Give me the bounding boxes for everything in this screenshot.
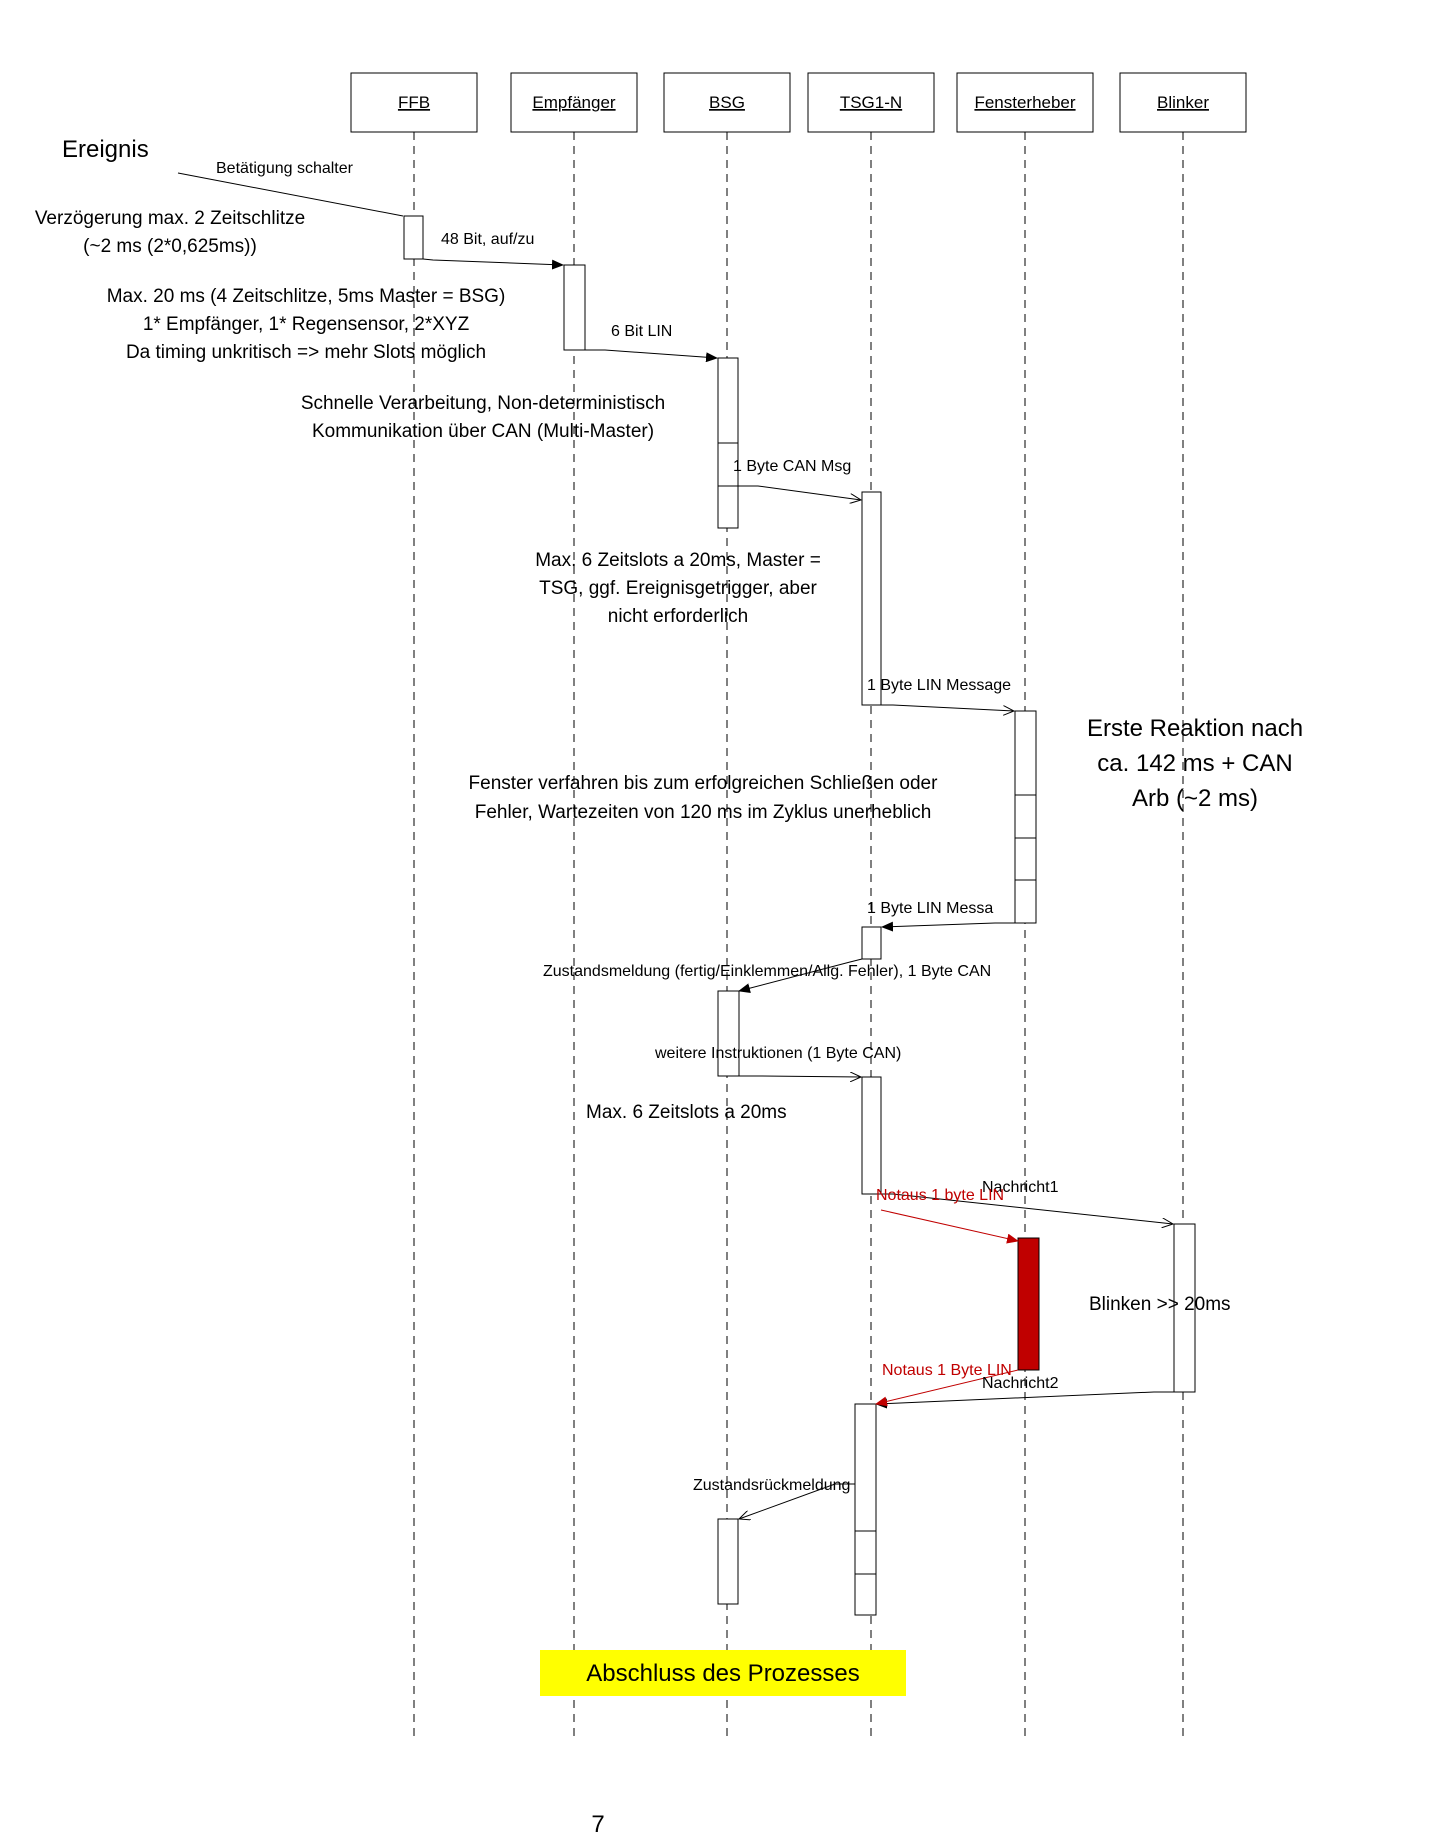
activation-bsg-2: [717, 990, 740, 1077]
note-max6a-line1: Max. 6 Zeitslots a 20ms, Master =: [535, 550, 821, 571]
participant-ffb-box: [350, 72, 478, 133]
participant-fensterheber-box: [956, 72, 1094, 133]
arrow-nachricht1: [881, 1193, 1173, 1224]
notaus-arrows: [875, 1209, 1019, 1407]
arrow-nachricht2: [875, 1391, 1174, 1409]
arrow-1bytelin: [881, 704, 1014, 711]
label-nachricht2: Nachricht2: [982, 1375, 1059, 1392]
note-max6b: Max. 6 Zeitslots a 20ms: [586, 1102, 787, 1123]
arrow-weitere: [738, 1076, 861, 1077]
participant-tsg-label: TSG1-N: [840, 93, 902, 112]
label-1bytelin: 1 Byte LIN Message: [867, 677, 1011, 694]
note-verzoegerung-line2: (~2 ms (2*0,625ms)): [83, 236, 257, 257]
activation-blinker: [1173, 1223, 1196, 1393]
activation-ffb: [403, 215, 424, 260]
note-max6a-line2: TSG, ggf. Ereignisgetrigger, aber: [539, 578, 817, 599]
notaus-labels: Notaus 1 byte LIN Notaus 1 Byte LIN: [876, 1187, 1012, 1379]
label-weitere: weitere Instruktionen (1 Byte CAN): [654, 1045, 901, 1062]
message-labels: Betätigung schalter 48 Bit, auf/zu 6 Bit…: [216, 160, 1059, 1494]
abschluss-text: Abschluss des Prozesses: [586, 1660, 859, 1687]
activation-tsg-2: [861, 926, 882, 960]
arrow-1bytecan: [738, 485, 861, 500]
lifelines: [413, 132, 1184, 1740]
note-fenster-line1: Fenster verfahren bis zum erfolgreichen …: [469, 773, 939, 794]
notes: Ereignis Verzögerung max. 2 Zeitschlitze…: [35, 136, 1303, 1315]
label-48bit: 48 Bit, auf/zu: [441, 231, 534, 248]
arrow-1bytelin-back: [881, 921, 1015, 932]
activation-fensterheber: [1014, 710, 1037, 924]
arrow-48bit: [422, 258, 564, 270]
activation-bsg-3: [717, 1518, 739, 1605]
label-notaus1: Notaus 1 byte LIN: [876, 1187, 1004, 1204]
note-schnelle-line1: Schnelle Verarbeitung, Non-deterministis…: [301, 393, 665, 414]
note-erste-line3: Arb (~2 ms): [1132, 785, 1258, 812]
abschluss-highlight: [540, 1650, 906, 1696]
note-erste-line1: Erste Reaktion nach: [1087, 715, 1303, 742]
participant-bsg-box: [663, 72, 791, 133]
note-fenster-line2: Fehler, Wartezeiten von 120 ms im Zyklus…: [475, 802, 932, 823]
participants: FFB Empfänger BSG TSG1-N Fensterheber Bl…: [350, 72, 1247, 133]
arrow-zustandsrueck: [739, 1483, 855, 1519]
participant-empfaenger-box: [510, 72, 638, 133]
activation-tsg-4: [854, 1403, 877, 1616]
note-schnelle-line2: Kommunikation über CAN (Multi-Master): [312, 421, 654, 442]
participant-empfaenger-label: Empfänger: [532, 93, 615, 112]
note-max20-line2: 1* Empfänger, 1* Regensensor, 2*XYZ: [143, 314, 470, 335]
note-max20-line3: Da timing unkritisch => mehr Slots mögli…: [126, 342, 486, 363]
label-zustandsrueck: Zustandsrückmeldung: [693, 1477, 850, 1494]
label-zustandsmeldung: Zustandsmeldung (fertig/Einklemmen/Allg.…: [543, 963, 991, 980]
arrow-zustandsmeldung: [738, 958, 863, 994]
label-betaetigung: Betätigung schalter: [216, 160, 354, 177]
label-notaus2: Notaus 1 Byte LIN: [882, 1362, 1012, 1379]
activation-bars: [403, 215, 1196, 1616]
note-verzoegerung-line1: Verzögerung max. 2 Zeitschlitze: [35, 208, 305, 229]
participant-ffb-label: FFB: [398, 93, 430, 112]
activation-tsg-1: [861, 491, 882, 706]
participant-tsg-box: [807, 72, 935, 133]
participant-bsg-label: BSG: [709, 93, 745, 112]
participant-blinker-label: Blinker: [1157, 93, 1209, 112]
label-nachricht1: Nachricht1: [982, 1179, 1059, 1196]
label-1bytelin-back: 1 Byte LIN Messa: [867, 900, 993, 917]
label-1bytecan: 1 Byte CAN Msg: [733, 458, 851, 475]
label-6bitlin: 6 Bit LIN: [611, 323, 672, 340]
activation-fensterheber-notaus: [1017, 1237, 1040, 1371]
activation-tsg-3: [861, 1076, 882, 1195]
note-blinken: Blinken >> 20ms: [1089, 1294, 1231, 1315]
note-erste-line2: ca. 142 ms + CAN: [1097, 750, 1292, 777]
participant-blinker-box: [1119, 72, 1247, 133]
message-arrows: [177, 172, 1174, 1519]
arrow-6bitlin: [585, 349, 718, 363]
activation-empfaenger: [563, 264, 586, 351]
page-number: 7: [591, 1811, 604, 1838]
arrow-notaus1: [880, 1209, 1019, 1244]
note-ereignis: Ereignis: [62, 136, 149, 163]
participant-fensterheber-label: Fensterheber: [974, 93, 1075, 112]
arrow-notaus2: [875, 1369, 1019, 1407]
note-max20-line1: Max. 20 ms (4 Zeitschlitze, 5ms Master =…: [107, 286, 506, 307]
note-max6a-line3: nicht erforderlich: [608, 606, 748, 627]
arrow-betaetigung: [177, 172, 404, 217]
